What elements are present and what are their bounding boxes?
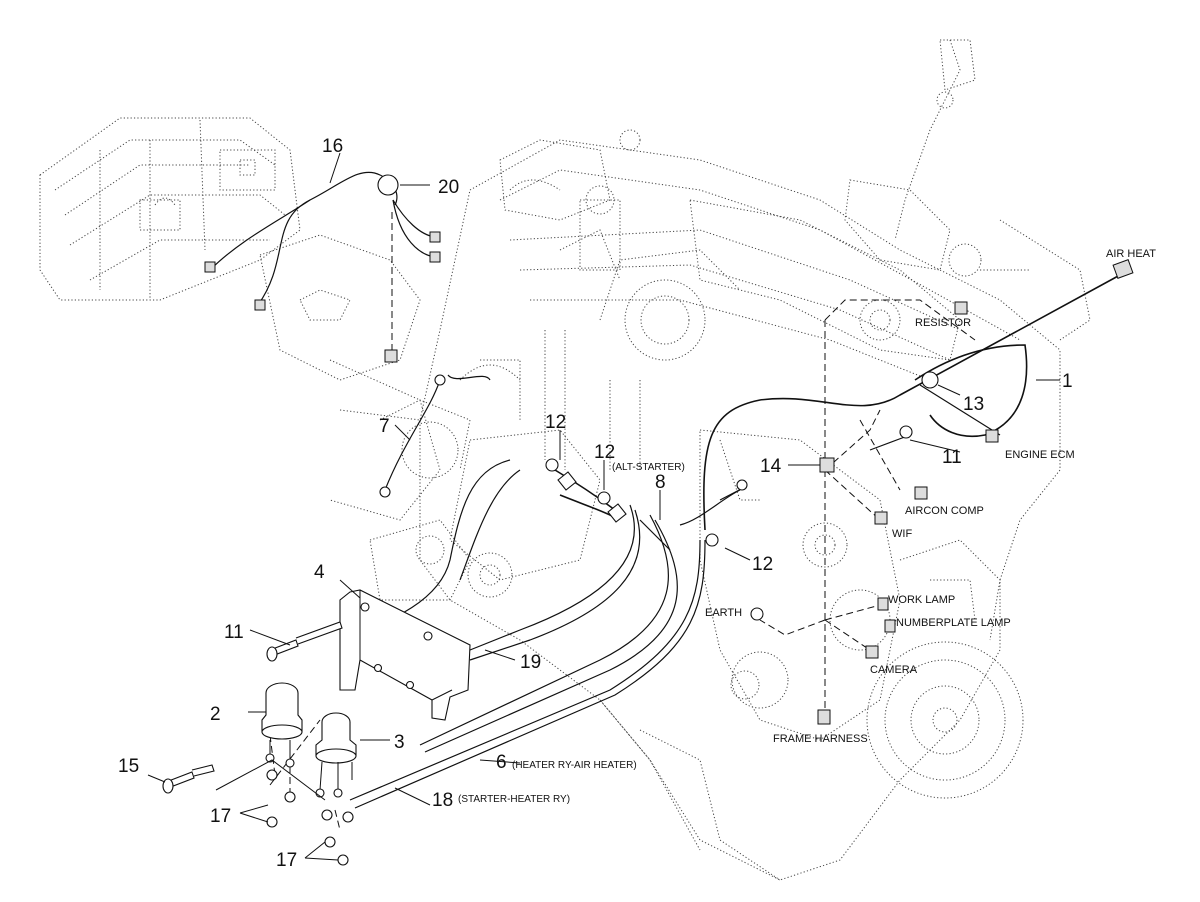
callout-7: 7 — [379, 416, 390, 437]
callout-11-bolt: 11 — [224, 622, 244, 643]
callout-18: 18 — [432, 790, 453, 811]
engine-outline — [39, 39, 1091, 881]
callout-12-center: 12 — [594, 442, 615, 463]
callout-17-upper: 17 — [210, 806, 231, 827]
callout-8: 8 — [655, 472, 666, 493]
label-aircon-comp: AIRCON COMP — [905, 505, 984, 517]
callout-1: 1 — [1062, 371, 1073, 392]
label-heater-ry-air-heater: (HEATER RY-AIR HEATER) — [512, 760, 637, 771]
bracket-4 — [339, 589, 471, 721]
callout-4: 4 — [314, 562, 325, 583]
bolt-15 — [162, 764, 215, 794]
label-camera: CAMERA — [870, 664, 918, 676]
bolt-11 — [266, 621, 343, 662]
label-wif: WIF — [892, 528, 912, 540]
callout-19: 19 — [520, 652, 541, 673]
callout-14: 14 — [760, 456, 782, 477]
text-labels: AIR HEAT RESISTOR ENGINE ECM AIRCON COMP… — [458, 248, 1156, 805]
label-numberplate-lamp: NUMBERPLATE LAMP — [896, 617, 1011, 629]
label-engine-ecm: ENGINE ECM — [1005, 449, 1075, 461]
callout-6: 6 — [496, 752, 507, 773]
callout-15: 15 — [118, 756, 139, 777]
label-alt-starter: (ALT-STARTER) — [612, 462, 685, 473]
callout-17-lower: 17 — [276, 850, 297, 871]
callout-12-left: 12 — [545, 412, 566, 433]
callout-20: 20 — [438, 177, 459, 198]
callout-2: 2 — [210, 704, 221, 725]
relay-2 — [261, 682, 303, 803]
callouts: 1 2 3 4 6 7 8 11 11 12 12 12 13 14 15 16… — [118, 136, 1073, 871]
label-air-heat: AIR HEAT — [1106, 248, 1156, 260]
label-resistor: RESISTOR — [915, 317, 971, 329]
leader-lines — [147, 152, 1060, 861]
callout-12-right: 12 — [752, 554, 773, 575]
callout-11-harness: 11 — [942, 447, 962, 468]
callout-13: 13 — [963, 394, 984, 415]
label-earth: EARTH — [705, 607, 742, 619]
callout-16: 16 — [322, 136, 343, 157]
label-frame-harness: FRAME HARNESS — [773, 733, 868, 745]
callout-3: 3 — [394, 732, 405, 753]
label-work-lamp: WORK LAMP — [888, 594, 955, 606]
label-starter-heater-ry: (STARTER-HEATER RY) — [458, 794, 570, 805]
connectors — [204, 174, 1134, 725]
dashed-routing — [269, 212, 976, 831]
